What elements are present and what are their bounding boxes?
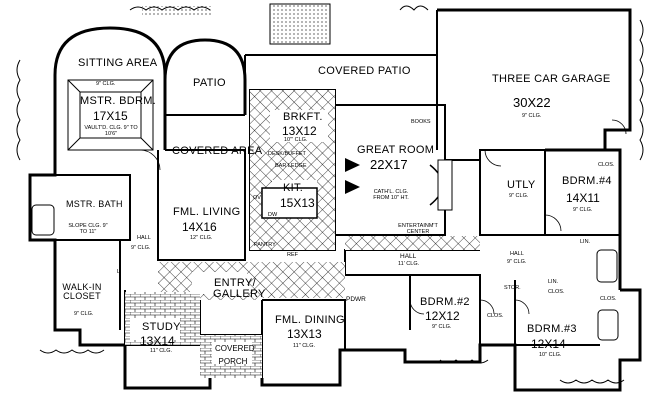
fountain-terrace [269, 3, 331, 45]
room-label-garage: THREE CAR GARAGE [492, 73, 611, 85]
room-note-study: 11" CLG. [150, 348, 173, 354]
room-dims-master-bedroom: 17X15 [93, 109, 128, 123]
room-dims-garage: 30X22 [513, 95, 551, 110]
room-note-breakfast: 10'" CLG. [284, 137, 308, 143]
label-bar-ledge: BAR LEDGE [275, 163, 307, 169]
room-note-garage: 9" CLG. [522, 113, 542, 119]
label-hall-left: HALL [137, 235, 151, 241]
room-label-great-room: GREAT ROOM [357, 144, 435, 156]
room-note-bedroom4: 9" CLG. [573, 207, 593, 213]
room-note-master-bedroom: VAULT'D. CLG. 9" TO 10'6" [84, 125, 138, 137]
room-label-kitchen: KIT. [283, 182, 304, 194]
room-label-covered-area: COVERED AREA [172, 145, 263, 157]
room-label-books: BOOKS [411, 119, 431, 125]
hall-tile [345, 236, 480, 250]
label-linen-2: LIN. [580, 239, 591, 245]
room-dims-breakfast: 13X12 [282, 124, 317, 138]
vaulted-ceiling [67, 79, 154, 151]
room-dims-kitchen: 15X13 [280, 196, 315, 210]
kitchen-island [261, 187, 318, 219]
room-label-bedroom2: BDRM.#2 [420, 296, 470, 308]
label-ref: REF [287, 252, 298, 258]
room-label-bedroom4: BDRM.#4 [562, 175, 612, 187]
room-label-powder: PDWR [346, 296, 366, 303]
room-note-master-bath: SLOPE CLG. 9" TO 11" [68, 223, 108, 235]
label-linen-1: LIN. [548, 279, 559, 285]
room-label-porch: COVERED PORCH [215, 344, 255, 366]
door-swings [139, 119, 627, 315]
label-hall-right: HALL [510, 251, 524, 257]
room-note-family-living: 12" CLG. [190, 235, 213, 241]
label-closet-bdrm4: CLOS. [598, 162, 615, 168]
room-label-utility: UTLY [507, 179, 536, 191]
room-label-walk-in-closet: WALK-IN CLOSET [62, 282, 102, 301]
room-label-sitting-area: SITTING AREA [78, 57, 158, 69]
room-dims-family-living: 14X16 [182, 220, 217, 234]
room-note-great-room: CATH'L. CLG. FROM 10" HT. [373, 189, 409, 201]
label-hall-main-note: 11' CLG. [398, 261, 420, 267]
room-label-master-bedroom: MSTR. BDRM. [80, 95, 157, 107]
room-dims-bedroom3: 12X14 [531, 337, 566, 351]
room-note-bedroom2: 9" CLG. [432, 324, 452, 330]
room-note-family-dining: 11" CLG. [293, 343, 316, 349]
label-dw: DW [268, 212, 278, 218]
room-dims-family-dining: 13X13 [287, 327, 322, 341]
room-note-walk-in-closet: 9" CLG. [74, 311, 94, 317]
label-wic-l: L [117, 269, 121, 275]
room-dims-bedroom2: 12X12 [425, 309, 460, 323]
label-storage: STOR. [504, 285, 521, 291]
room-label-patio: PATIO [193, 77, 226, 89]
room-note-sitting-area: 9" CLG. [96, 81, 116, 87]
label-desk-buffet: DESK/BUFFET [268, 151, 306, 157]
room-dims-bedroom4: 14X11 [566, 191, 600, 205]
room-label-study: STUDY [142, 321, 181, 333]
label-pantry: PANTRY [254, 242, 276, 248]
room-label-entry-gallery: ENTRY/ GALLERY [213, 277, 266, 300]
room-label-family-dining: FML. DINING [275, 314, 345, 326]
label-hall-right-note: 9" CLG. [507, 259, 527, 265]
room-label-bedroom3: BDRM.#3 [527, 323, 577, 335]
room-label-breakfast: BRKFT. [283, 111, 323, 123]
label-hall-main: HALL [400, 253, 417, 260]
room-note-bedroom3: 10" CLG. [539, 352, 562, 358]
room-label-master-bath: MSTR. BATH [66, 199, 123, 209]
room-label-covered-patio: COVERED PATIO [318, 65, 411, 77]
label-closet-ceiling: 9" CLG. [131, 245, 151, 251]
room-dims-great-room: 22X17 [370, 157, 408, 172]
label-entertainment-center: ENTERTAINM'T CENTER [398, 223, 438, 235]
label-closet-bdrm2: CLOS. [487, 313, 504, 319]
label-ov: OV [253, 195, 261, 201]
room-note-utility: 9" CLG. [509, 193, 529, 199]
room-label-family-living: FML. LIVING [173, 206, 241, 218]
label-closet-bath: CLOS. [600, 296, 617, 302]
room-dims-study: 13X14 [140, 334, 175, 348]
label-closet-bdrm3: CLOS. [548, 289, 565, 295]
